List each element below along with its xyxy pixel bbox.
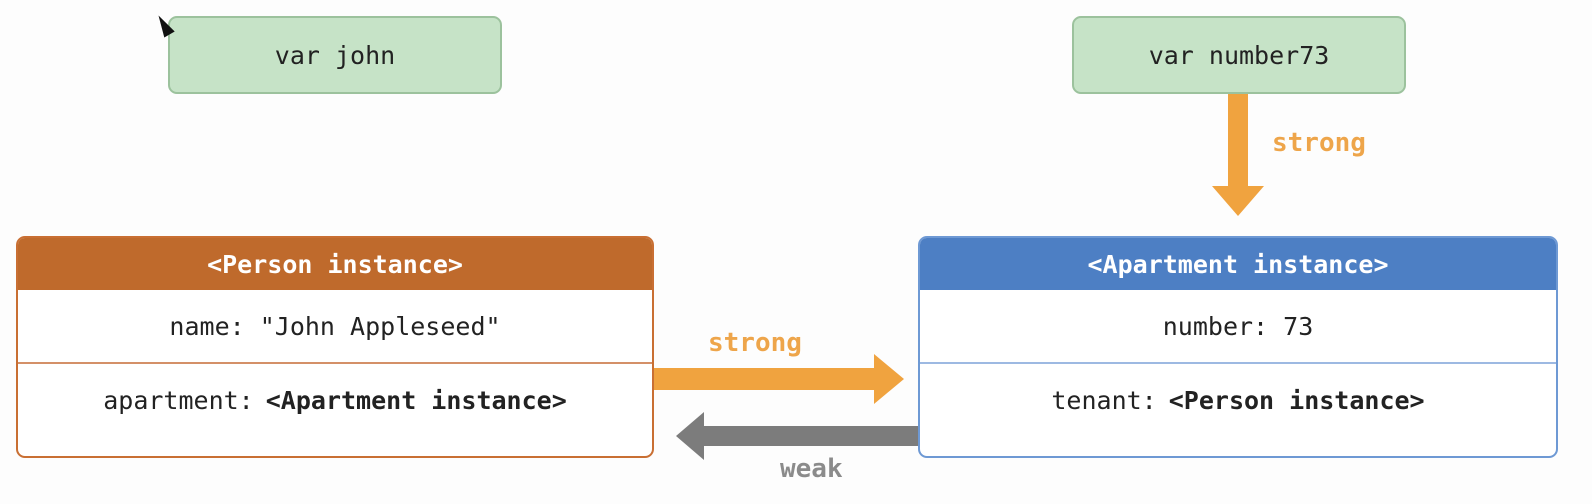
weak-arrow-apartment-to-person: [676, 412, 920, 460]
person-name-row: name: "John Appleseed": [18, 290, 652, 362]
person-instance-node: <Person instance> name: "John Appleseed"…: [16, 236, 654, 458]
apartment-instance-header: <Apartment instance>: [920, 238, 1556, 290]
apartment-number-text: number: 73: [1162, 311, 1314, 341]
apartment-tenant-row: tenant: <Person instance>: [920, 362, 1556, 436]
strong-arrow-person-to-apartment: [654, 354, 904, 404]
apartment-tenant-value: <Person instance>: [1168, 385, 1425, 415]
apartment-tenant-label: tenant:: [1051, 385, 1157, 415]
strong-arrow-number73-to-apartment: [1212, 94, 1264, 216]
var-john-node: var john: [168, 16, 502, 94]
person-instance-header: <Person instance>: [18, 238, 652, 290]
person-apartment-value: <Apartment instance>: [265, 385, 567, 415]
weak-label: weak: [780, 454, 843, 484]
var-number73-label: var number73: [1148, 40, 1330, 70]
var-john-label: var john: [274, 40, 396, 70]
apartment-number-row: number: 73: [920, 290, 1556, 362]
person-name-text: name: "John Appleseed": [169, 311, 501, 341]
strong-label-top: strong: [1272, 128, 1366, 158]
person-apartment-label: apartment:: [103, 385, 254, 415]
person-apartment-row: apartment: <Apartment instance>: [18, 362, 652, 436]
strong-label-middle: strong: [708, 328, 802, 358]
var-number73-node: var number73: [1072, 16, 1406, 94]
apartment-instance-node: <Apartment instance> number: 73 tenant: …: [918, 236, 1558, 458]
